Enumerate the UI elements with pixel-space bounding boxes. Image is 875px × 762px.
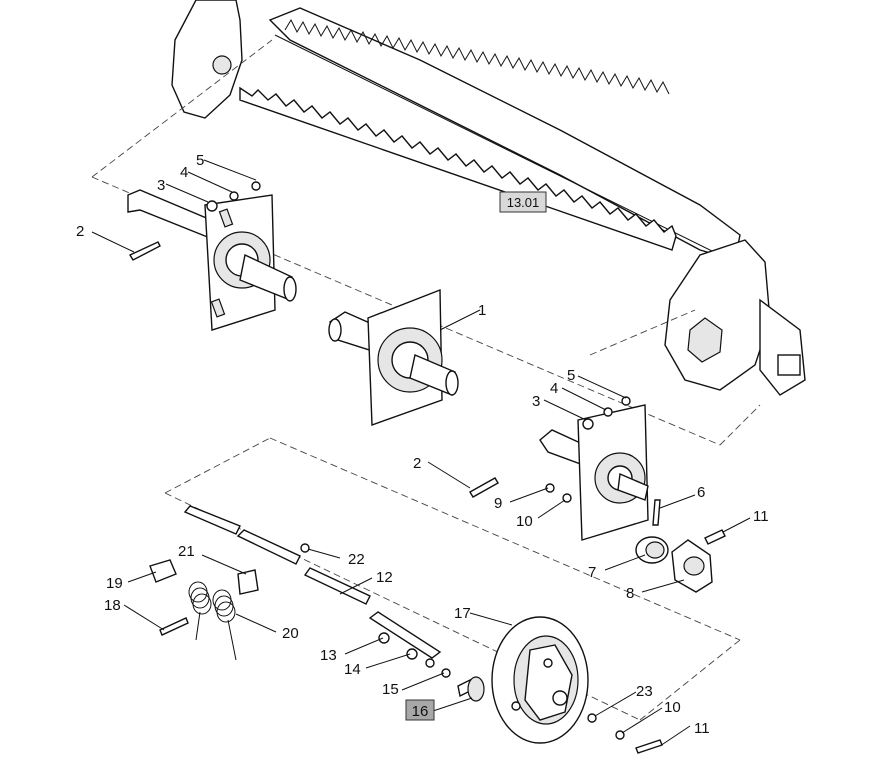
callout-12: 12 (376, 569, 393, 586)
bolt-2a (128, 241, 161, 261)
shaft-left-assembly (127, 189, 297, 331)
callout-22: 22 (348, 551, 365, 568)
callout-19: 19 (106, 575, 123, 592)
fasteners-upper (128, 181, 726, 545)
bolt-11a (704, 529, 726, 545)
auger-left-hub (212, 55, 232, 75)
callout-4: 4 (180, 164, 188, 181)
linkage-assembly (149, 505, 485, 702)
auger-left-drum (171, 0, 243, 119)
drive-wheel-17 (491, 616, 589, 744)
shaft-right-assembly (539, 404, 713, 593)
callout-1: 1 (478, 302, 486, 319)
callout-10: 10 (516, 513, 533, 530)
reference-label: 13.01 (507, 195, 540, 210)
knife-bar (239, 86, 677, 251)
callout-11: 11 (753, 508, 769, 525)
bolt-11b (635, 739, 663, 754)
bolt-18 (159, 617, 189, 636)
callout-13: 13 (320, 647, 337, 664)
callout-5: 5 (567, 367, 575, 384)
link-bar-12 (303, 567, 371, 605)
callout-4: 4 (550, 380, 558, 397)
callout-8: 8 (626, 585, 634, 602)
callout-6: 6 (697, 484, 705, 501)
callout-10: 10 (664, 699, 681, 716)
callout-5: 5 (196, 152, 204, 169)
reference-box-16: 16 (405, 699, 435, 721)
callout-17: 17 (454, 605, 471, 622)
callout-21: 21 (178, 543, 195, 560)
callout-14: 14 (344, 661, 361, 678)
auger-teeth (284, 18, 670, 95)
auger-assembly (171, 0, 806, 396)
clip-19 (149, 559, 177, 583)
reference-box-13-01: 13.01 (499, 191, 547, 213)
callout-15: 15 (382, 681, 399, 698)
shaft-middle-assembly (328, 288, 459, 426)
callout-20: 20 (282, 625, 299, 642)
auger-right-drum (664, 239, 771, 391)
callout-3: 3 (532, 393, 540, 410)
callout-9: 9 (494, 495, 502, 512)
callout-labels: 5 4 3 2 1 5 4 3 2 6 9 10 11 7 8 21 22 19… (76, 152, 769, 737)
block-21 (237, 569, 259, 595)
callout-18: 18 (104, 597, 121, 614)
callout-2: 2 (76, 223, 84, 240)
bolt-2b (469, 477, 499, 498)
callout-11: 11 (694, 720, 710, 737)
callout-2: 2 (413, 455, 421, 472)
key-pin (652, 499, 661, 526)
auger-right-bracket (759, 298, 806, 396)
reference-label: 16 (412, 703, 429, 720)
spring-20 (188, 581, 237, 661)
callout-23: 23 (636, 683, 653, 700)
callout-3: 3 (157, 177, 165, 194)
callout-7: 7 (588, 564, 596, 581)
leader-lines (91, 159, 751, 747)
fasteners-lower (587, 713, 663, 754)
